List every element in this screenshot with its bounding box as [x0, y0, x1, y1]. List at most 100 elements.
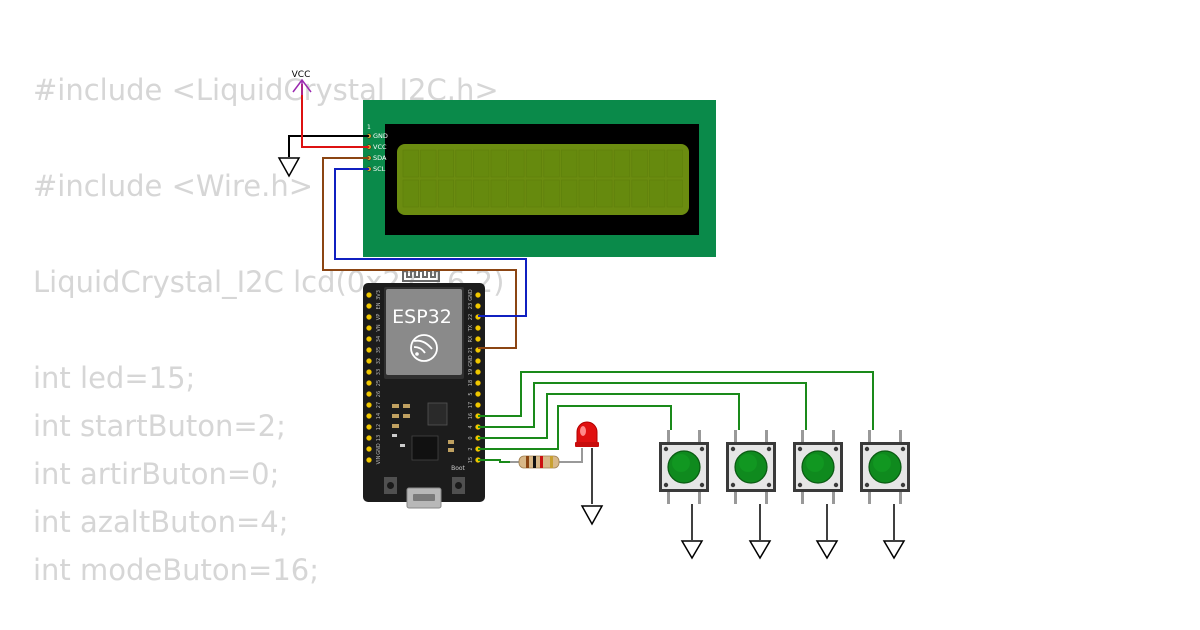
- button-corner: [766, 482, 772, 488]
- esp32-pin-label: GND: [468, 289, 474, 301]
- button-leg: [801, 492, 804, 504]
- wire-lcd-sda[interactable]: [322, 157, 517, 349]
- esp32-pin-pad: [475, 402, 481, 408]
- esp32-pin[interactable]: 5: [468, 391, 481, 397]
- esp32-pin-label: 4: [468, 425, 474, 428]
- espressif-logo-icon: [410, 334, 438, 362]
- button-leg: [734, 492, 737, 504]
- button-leg: [801, 430, 804, 442]
- wire-start-button[interactable]: [478, 405, 672, 450]
- resistor-band-3: [540, 456, 543, 468]
- esp32-pin-label: VN: [376, 324, 382, 331]
- esp32-pin[interactable]: 17: [468, 402, 481, 408]
- en-button-cap: [387, 482, 394, 489]
- esp32-pin[interactable]: 27: [366, 402, 382, 408]
- esp32-pin[interactable]: 25: [366, 380, 382, 386]
- esp32-pin[interactable]: 18: [468, 380, 481, 386]
- wire-lcd-vcc[interactable]: [301, 84, 369, 148]
- esp32-pin[interactable]: 35: [366, 347, 382, 353]
- vcc-symbol: VCC: [292, 70, 312, 95]
- wire-mode-button[interactable]: [478, 371, 874, 430]
- esp32-pin-pad: [366, 413, 372, 419]
- boot-label: Boot: [451, 465, 465, 472]
- lcd-cell: [525, 179, 543, 208]
- button-leg: [868, 492, 871, 504]
- button-corner: [797, 446, 803, 452]
- esp32-pin-pad: [475, 303, 481, 309]
- lcd-cell: [437, 149, 455, 178]
- esp32-pin[interactable]: RX: [468, 335, 481, 342]
- lcd-cell: [420, 149, 437, 178]
- lcd-cell: [613, 149, 631, 178]
- code-line: int artirButon=0;: [33, 457, 280, 491]
- esp32-pin-pad: [366, 446, 372, 452]
- code-line: int modeButon=16;: [33, 553, 320, 587]
- esp32-pin[interactable]: EN: [366, 302, 382, 309]
- resistor-band-2: [533, 456, 536, 468]
- boot-button-cap: [455, 482, 462, 489]
- esp32-pin[interactable]: GND: [468, 289, 481, 301]
- esp32-pin-label: 5: [468, 392, 474, 395]
- esp32-pin-label: VP: [376, 314, 382, 320]
- esp32-pin-label: 2: [468, 447, 474, 450]
- button-cap-highlight: [873, 454, 891, 472]
- button-corner: [900, 446, 906, 452]
- esp32-antenna: [402, 270, 440, 282]
- esp32-pin[interactable]: 23: [468, 303, 481, 309]
- esp32-pin[interactable]: 3V3: [366, 290, 382, 300]
- esp32-pin-pad: [475, 391, 481, 397]
- wire-lcd-gnd[interactable]: [288, 135, 369, 157]
- lcd-cell: [490, 149, 507, 178]
- ground-icon-button: [680, 540, 704, 560]
- esp32-pin[interactable]: VP: [366, 314, 382, 320]
- button-corner: [797, 482, 803, 488]
- esp32-pin-pad: [366, 347, 372, 353]
- esp32-pin[interactable]: 34: [366, 336, 382, 342]
- esp32-pin[interactable]: 19: [468, 369, 481, 375]
- push-button-artir[interactable]: [726, 430, 776, 560]
- esp32-pin[interactable]: GND: [366, 443, 382, 455]
- esp32-pin-label: 3V3: [376, 290, 382, 300]
- esp32-pin-pad: [475, 380, 481, 386]
- esp32-pin-label: 19: [468, 369, 474, 375]
- esp32-pin[interactable]: 14: [366, 413, 382, 419]
- esp32-pin[interactable]: 26: [366, 391, 382, 397]
- lcd-cell: [543, 149, 560, 178]
- lcd-cell: [508, 149, 525, 178]
- esp32-pin[interactable]: VN: [366, 324, 382, 332]
- button-corner: [864, 482, 870, 488]
- lcd-cell: [525, 149, 543, 178]
- esp32-pin[interactable]: 32: [366, 358, 382, 364]
- wire-led-resistor[interactable]: [478, 459, 516, 463]
- esp32-pin-pad: [366, 391, 372, 397]
- lcd-module[interactable]: 1 GND VCC SDA SCL: [363, 100, 716, 257]
- esp32-pin[interactable]: 12: [366, 424, 382, 430]
- push-button-mode[interactable]: [860, 430, 910, 560]
- esp32-pin[interactable]: VIN: [366, 455, 382, 464]
- esp32-pin[interactable]: 33: [366, 369, 382, 375]
- red-led[interactable]: [575, 421, 599, 504]
- esp32-pin-pad: [366, 380, 372, 386]
- esp32-pin[interactable]: 13: [366, 435, 382, 441]
- esp32-pin-label: 21: [468, 347, 474, 353]
- resistor-band-1: [526, 456, 529, 468]
- push-button-azalt[interactable]: [793, 430, 843, 560]
- wire-artir-button[interactable]: [478, 393, 740, 439]
- lcd-cell: [578, 179, 595, 208]
- code-line: int led=15;: [33, 361, 196, 395]
- lcd-cell: [561, 179, 578, 208]
- lcd-cell: [420, 179, 437, 208]
- esp32-pin-pad: [366, 358, 372, 364]
- button-leg: [765, 492, 768, 504]
- esp32-pin[interactable]: GND: [468, 355, 481, 367]
- esp32-pin[interactable]: TX: [468, 324, 481, 332]
- push-button-start[interactable]: [659, 430, 709, 560]
- wire-lcd-scl[interactable]: [334, 168, 527, 317]
- lcd-cell: [490, 179, 507, 208]
- resistor[interactable]: [510, 455, 578, 469]
- lcd-cell: [543, 179, 560, 208]
- wire-azalt-button[interactable]: [478, 382, 807, 430]
- led-body: [576, 421, 598, 445]
